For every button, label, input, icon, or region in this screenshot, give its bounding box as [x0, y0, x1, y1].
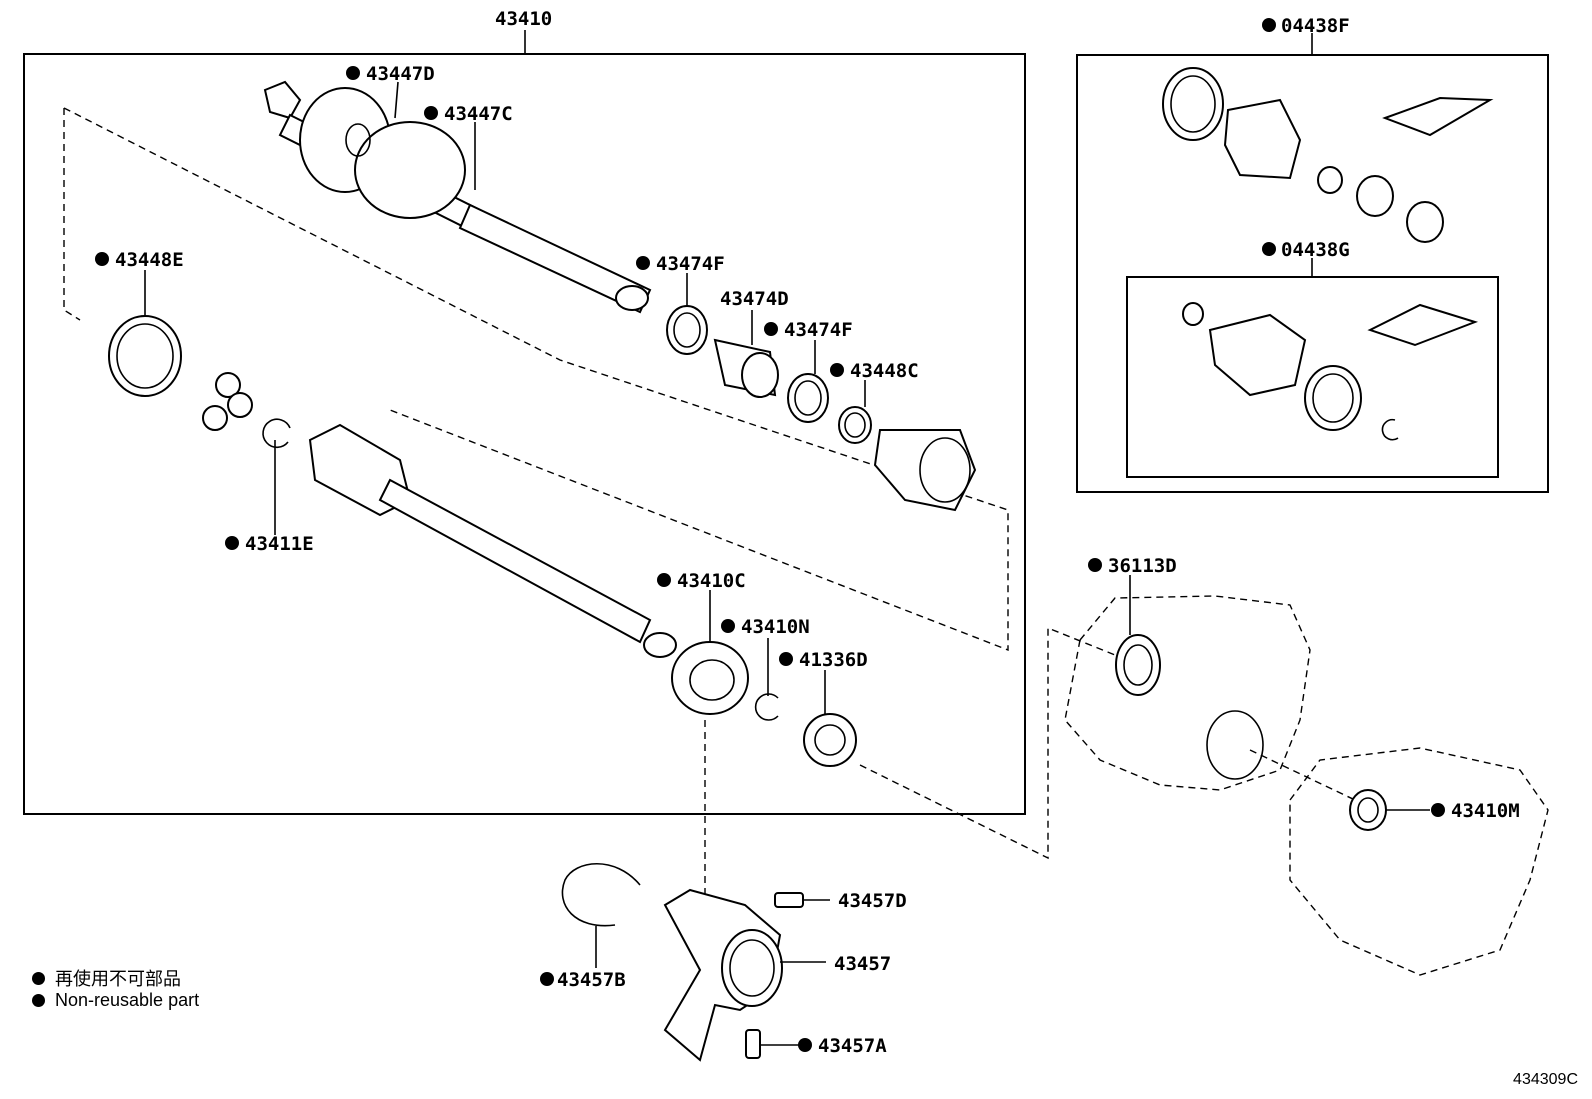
label-04438G[interactable]: 04438G — [1281, 239, 1350, 261]
figure-code: 434309C — [1513, 1071, 1578, 1088]
bolt-43457D — [774, 892, 804, 908]
label-43474D[interactable]: 43474D — [720, 288, 789, 310]
snap-ring-43457B — [561, 863, 641, 927]
legend-line-en: Non-reusable part — [32, 990, 199, 1011]
tripod-joint — [202, 372, 253, 431]
label-43457B[interactable]: 43457B — [557, 969, 626, 991]
label-43410N[interactable]: 43410N — [741, 616, 810, 638]
label-36113D[interactable]: 36113D — [1108, 555, 1177, 577]
label-43410[interactable]: 43410 — [495, 8, 552, 30]
legend-text-en: Non-reusable part — [55, 990, 200, 1010]
label-41336D[interactable]: 41336D — [799, 649, 868, 671]
label-43457[interactable]: 43457 — [834, 953, 891, 975]
bearing-43410C — [671, 641, 749, 715]
bullet-icon — [32, 971, 45, 985]
boot-clamp-43448E — [108, 315, 182, 397]
label-43410M[interactable]: 43410M — [1451, 800, 1520, 822]
bullet-icon — [32, 994, 45, 1007]
oil-seal-43410M — [1349, 789, 1387, 831]
transfer-case — [1289, 747, 1549, 976]
label-43447D[interactable]: 43447D — [366, 63, 435, 85]
label-43447C[interactable]: 43447C — [444, 103, 513, 125]
damper-43474D — [713, 338, 779, 398]
label-43411E[interactable]: 43411E — [245, 533, 314, 555]
snap-ring-43411E — [262, 418, 291, 449]
label-43474F-1[interactable]: 43474F — [656, 253, 725, 275]
inner-drive-shaft — [308, 423, 677, 658]
outer-drive-shaft — [263, 80, 652, 314]
label-43410C[interactable]: 43410C — [677, 570, 746, 592]
legend-text-jp: 再使用不可部品 — [55, 969, 181, 989]
label-43474F-2[interactable]: 43474F — [784, 319, 853, 341]
snap-ring-43410N — [754, 693, 779, 721]
legend-line-jp: 再使用不可部品 — [32, 965, 181, 991]
bolt-43457A — [745, 1029, 761, 1059]
kit-04438F-parts — [1162, 67, 1494, 243]
label-43448C[interactable]: 43448C — [850, 360, 919, 382]
label-43457D[interactable]: 43457D — [838, 890, 907, 912]
main-assembly-frame — [23, 53, 1026, 815]
label-43448E[interactable]: 43448E — [115, 249, 184, 271]
oil-seal-41336D — [803, 713, 857, 767]
transaxle-case — [1064, 595, 1311, 791]
bearing-bracket-43457 — [663, 888, 783, 1062]
label-43457A[interactable]: 43457A — [818, 1035, 887, 1057]
clamp-43448C — [838, 406, 872, 444]
inner-boot — [873, 429, 977, 512]
label-04438F[interactable]: 04438F — [1281, 15, 1350, 37]
kit-04438G-parts — [1182, 302, 1479, 441]
